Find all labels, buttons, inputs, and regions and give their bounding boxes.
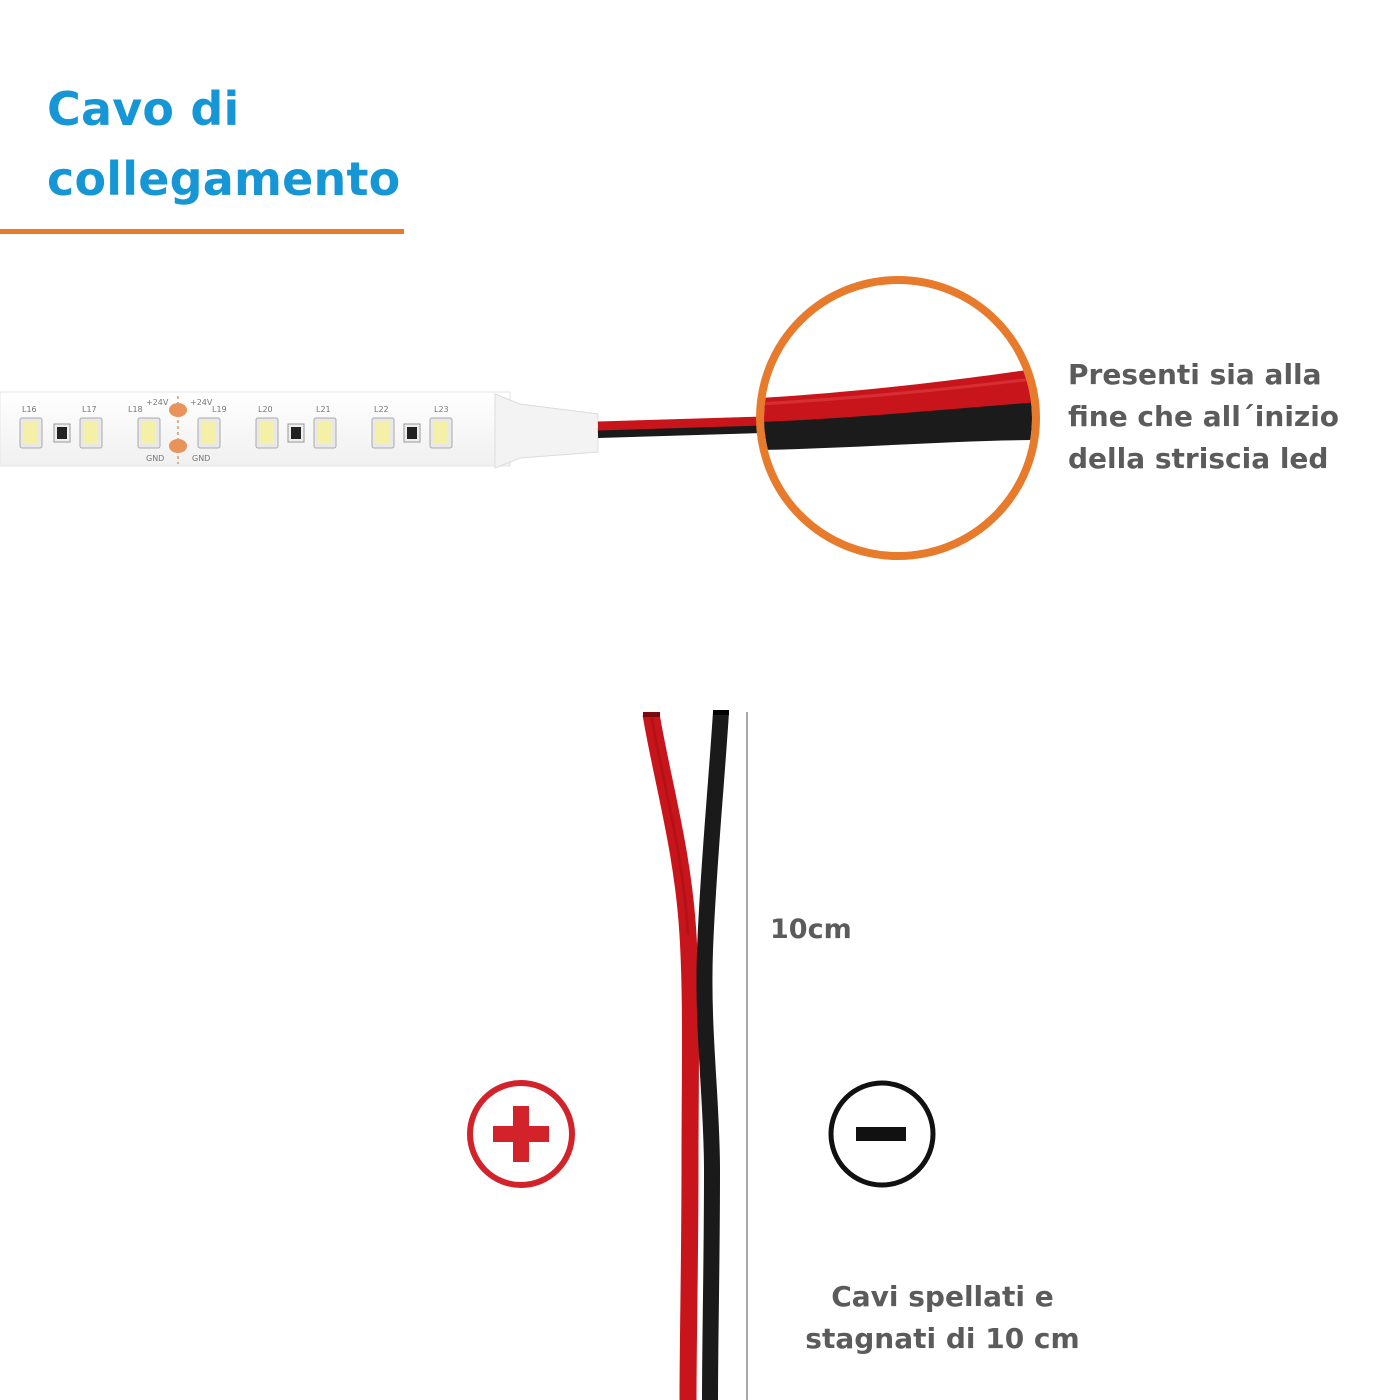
led-chip: [19, 417, 43, 449]
mark-plus24v-right: +24V: [190, 398, 213, 407]
led-chip: [255, 417, 279, 449]
black-wire: [696, 711, 729, 1400]
solder-pad: [169, 403, 187, 417]
mark-l21: L21: [316, 405, 331, 414]
cables-note: Cavi spellati e stagnati di 10 cm: [760, 1276, 1125, 1360]
mark-l18: L18: [128, 405, 143, 414]
title-underline: [0, 229, 404, 234]
title-line-2: collegamento: [47, 152, 401, 206]
cables-note-line-2: stagnati di 10 cm: [805, 1322, 1080, 1355]
led-chip: [79, 417, 103, 449]
led-chip: [313, 417, 337, 449]
led-chip: [371, 417, 395, 449]
strip-note-line-3: della striscia led: [1068, 442, 1329, 475]
led-chips: [19, 417, 453, 449]
strip-note-line-2: fine che all´inizio: [1068, 400, 1340, 433]
mark-l17: L17: [82, 405, 97, 414]
led-chip: [429, 417, 453, 449]
mark-gnd-right: GND: [192, 454, 210, 463]
strip-end-cap: [494, 393, 599, 469]
connection-cable: [597, 416, 766, 438]
mark-plus24v-left: +24V: [146, 398, 169, 407]
mark-l19: L19: [212, 405, 227, 414]
magnifier-circle: [756, 276, 1040, 560]
strip-note: Presenti sia alla fine che all´inizio de…: [1068, 354, 1339, 480]
mark-l23: L23: [434, 405, 449, 414]
led-strip: L16 L17 L18 L19 L20 L21 L22 L23 +24V +24…: [0, 391, 599, 469]
solder-pad: [169, 439, 187, 453]
magnified-cable: [764, 284, 1032, 552]
plus-sign-icon: [467, 1080, 575, 1188]
stripped-wires: [642, 710, 729, 1400]
red-wire: [642, 712, 699, 1400]
mark-gnd-left: GND: [146, 454, 164, 463]
resistors: [53, 423, 421, 443]
mark-l20: L20: [258, 405, 273, 414]
length-label: 10cm: [770, 914, 852, 945]
led-chip: [197, 417, 221, 449]
led-chip: [137, 417, 161, 449]
mark-l22: L22: [374, 405, 389, 414]
minus-sign-icon: [828, 1080, 936, 1188]
strip-note-line-1: Presenti sia alla: [1068, 358, 1322, 391]
mark-l16: L16: [22, 405, 37, 414]
title-line-1: Cavo di: [47, 82, 240, 136]
cables-note-line-1: Cavi spellati e: [831, 1280, 1054, 1313]
